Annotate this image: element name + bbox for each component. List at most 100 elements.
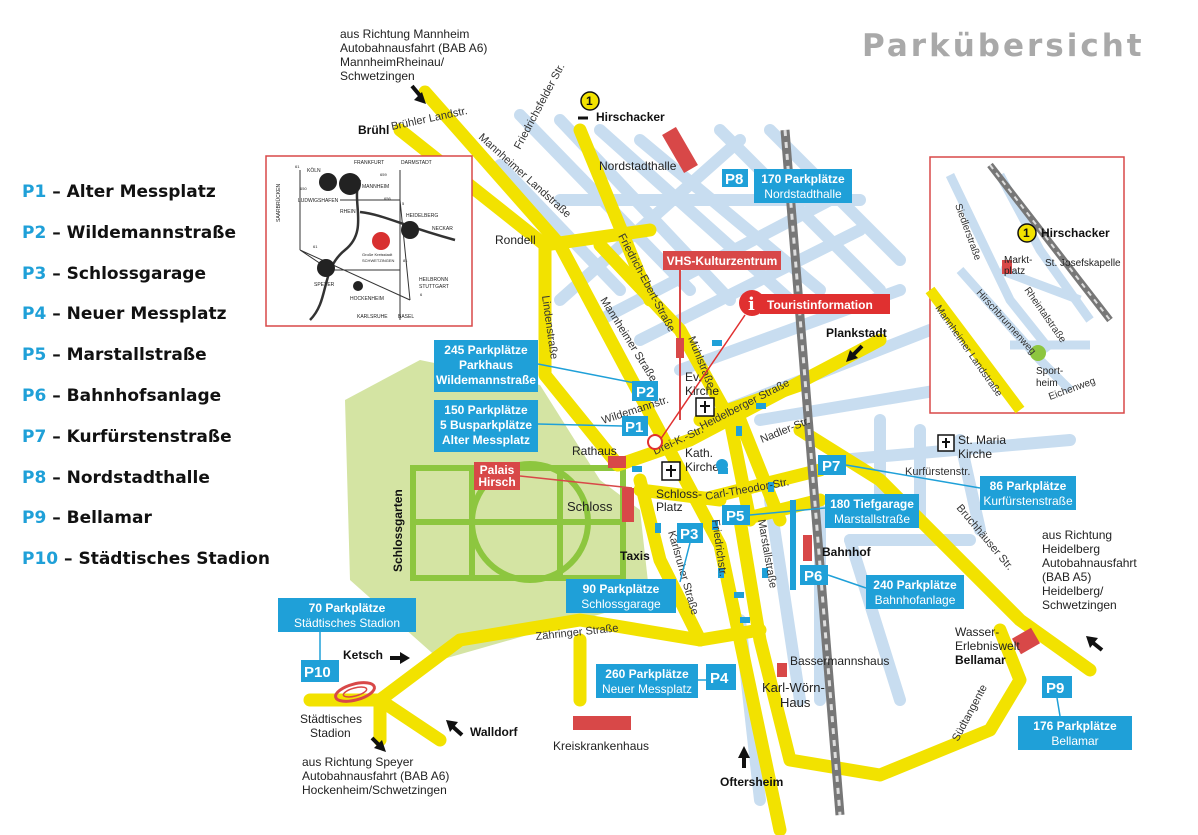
p1-line-3: Alter Messplatz (442, 433, 530, 447)
legend-item-p5[interactable]: P5 – Marstallstraße (22, 335, 270, 376)
region-basel: BASEL (398, 314, 414, 320)
legend-sep: – (46, 508, 67, 529)
legend-name: Neuer Messplatz (66, 304, 227, 325)
place-bellamar: Bellamar (955, 653, 1006, 667)
p6-line-2: Bahnhofanlage (875, 593, 956, 607)
legend-code: P3 (22, 263, 47, 284)
legend-sep: – (46, 385, 67, 406)
region-karlsruhe: KARLSRUHE (357, 314, 388, 320)
p3-line-1: 90 Parkplätze (583, 582, 660, 596)
legend-code: P9 (22, 508, 47, 529)
kath-kirche-line-2: Kirche (685, 460, 719, 474)
touristinfo-label: Touristinformation (767, 298, 873, 312)
place-rathaus: Rathaus (572, 444, 617, 458)
region-saarbruecken: SAARBRÜCKEN (275, 184, 282, 222)
region-neckar: NECKAR (432, 226, 453, 232)
legend-sep: – (46, 304, 67, 325)
region-ludwigshafen: LUDWIGSHAFEN (298, 198, 339, 204)
legend-item-p10[interactable]: P10 – Städtisches Stadion (22, 539, 270, 580)
hirschacker-inset: 1 Hirschacker Markt- platz St. Josefskap… (925, 156, 1125, 414)
kath-kirche-line-1: Kath. (685, 446, 713, 460)
legend-name: Bellamar (66, 508, 152, 529)
place-taxis: Taxis (620, 549, 650, 563)
p10-code: P10 (304, 664, 331, 681)
p4-line-1: 260 Parkplätze (605, 667, 689, 681)
parking-p6[interactable]: P6 240 Parkplätze Bahnhofanlage (800, 565, 964, 609)
region-road-650: 650 (300, 186, 307, 191)
parking-p7[interactable]: P7 86 Parkplätze Kurfürstenstraße (818, 455, 1076, 510)
parking-p2[interactable]: 245 Parkplätze Parkhaus Wildemannstraße … (434, 340, 658, 401)
arrow-icon (450, 724, 464, 737)
region-mannheim: MANNHEIM (362, 184, 389, 190)
parking-p5[interactable]: P5 180 Tiefgarage Marstallstraße (722, 494, 919, 528)
railway (780, 129, 845, 816)
wasser-line-2: Erlebniswelt (955, 639, 1020, 653)
legend-sep: – (46, 222, 67, 243)
palais-line-1: Palais (480, 463, 515, 477)
parking-p10[interactable]: 70 Parkplätze Städtisches Stadion P10 (278, 598, 416, 682)
parking-p1[interactable]: 150 Parkplätze 5 Busparkplätze Alter Mes… (434, 400, 648, 452)
region-heilbronn-1: HEILBRONN (419, 277, 449, 283)
p9-line-2: Bellamar (1051, 734, 1098, 748)
church-st-maria: St. Maria Kirche (937, 433, 1006, 461)
parking-p4[interactable]: 260 Parkplätze Neuer Messplatz P4 (596, 664, 736, 698)
parking-legend: P1 – Alter Messplatz P2 – Wildemannstraß… (22, 172, 270, 580)
place-walldorf: Walldorf (470, 725, 519, 739)
region-schwetzingen-1: Große Kreisstadt (362, 252, 393, 257)
place-nordstadthalle: Nordstadthalle (599, 159, 677, 173)
parking-p9[interactable]: P9 176 Parkplätze Bellamar (1018, 676, 1132, 750)
legend-sep: – (46, 345, 67, 366)
place-ketsch: Ketsch (343, 648, 383, 662)
p2-line-1: 245 Parkplätze (444, 343, 528, 357)
legend-item-p1[interactable]: P1 – Alter Messplatz (22, 172, 270, 213)
karl-woern-line-1: Karl-Wörn- (762, 680, 825, 695)
legend-item-p8[interactable]: P8 – Nordstadthalle (22, 458, 270, 499)
bus-icon (716, 459, 728, 471)
palais-line-2: Hirsch (478, 475, 515, 489)
legend-code: P7 (22, 426, 47, 447)
p7-code: P7 (822, 458, 840, 475)
info-i: i (748, 294, 755, 315)
p5-code: P5 (726, 508, 744, 525)
place-rondell: Rondell (495, 233, 536, 247)
regional-overview-inset: KÖLN FRANKFURT DARMSTADT LUDWIGSHAFEN MA… (265, 155, 473, 327)
direction-heidelberg-line-4: (BAB A5) (1042, 570, 1091, 584)
marker-hirschacker: 1 Hirschacker (578, 91, 665, 124)
p10-line-1: 70 Parkplätze (309, 601, 386, 615)
p2-line-3: Wildemannstraße (436, 373, 536, 387)
legend-item-p4[interactable]: P4 – Neuer Messplatz (22, 294, 270, 335)
hirschacker-number: 1 (586, 94, 593, 108)
inset-sportheim-2: heim (1036, 378, 1058, 389)
legend-item-p2[interactable]: P2 – Wildemannstraße (22, 213, 270, 254)
bellamar-building (1011, 627, 1041, 655)
legend-item-p6[interactable]: P6 – Bahnhofsanlage (22, 376, 270, 417)
place-bahnhof: Bahnhof (822, 545, 872, 559)
parking-p8[interactable]: P8 170 Parkplätze Nordstadthalle (722, 169, 852, 203)
p4-line-2: Neuer Messplatz (602, 682, 692, 696)
schlossplatz-line-2: Platz (656, 500, 683, 514)
place-plankstadt: Plankstadt (826, 326, 887, 340)
page-title: Parkübersicht (862, 28, 1145, 64)
stadion-line-2: Stadion (310, 726, 351, 740)
region-road-6: 6 (420, 292, 423, 297)
legend-code: P2 (22, 222, 47, 243)
karl-woern-line-2: Haus (780, 695, 811, 710)
inset-marktplatz-1: Markt- (1004, 255, 1032, 266)
p9-code: P9 (1046, 680, 1064, 697)
p5-line-1: 180 Tiefgarage (830, 497, 914, 511)
legend-item-p9[interactable]: P9 – Bellamar (22, 498, 270, 539)
inset-st-josef: St. Josefskapelle (1045, 258, 1121, 269)
region-speyer: SPEYER (314, 282, 335, 288)
p8-line-2: Nordstadthalle (764, 187, 842, 201)
legend-code: P1 (22, 182, 47, 202)
place-schlossgarten: Schlossgarten (391, 489, 405, 572)
legend-name: Bahnhofsanlage (66, 385, 222, 406)
legend-item-p3[interactable]: P3 – Schlossgarage (22, 254, 270, 295)
p8-code: P8 (725, 171, 743, 188)
region-frankfurt: FRANKFURT (354, 160, 384, 166)
parking-p3[interactable]: P3 90 Parkplätze Schlossgarage (566, 523, 703, 613)
legend-name: Städtisches Stadion (78, 549, 270, 570)
region-koeln: KÖLN (307, 167, 321, 174)
legend-item-p7[interactable]: P7 – Kurfürstenstraße (22, 417, 270, 458)
